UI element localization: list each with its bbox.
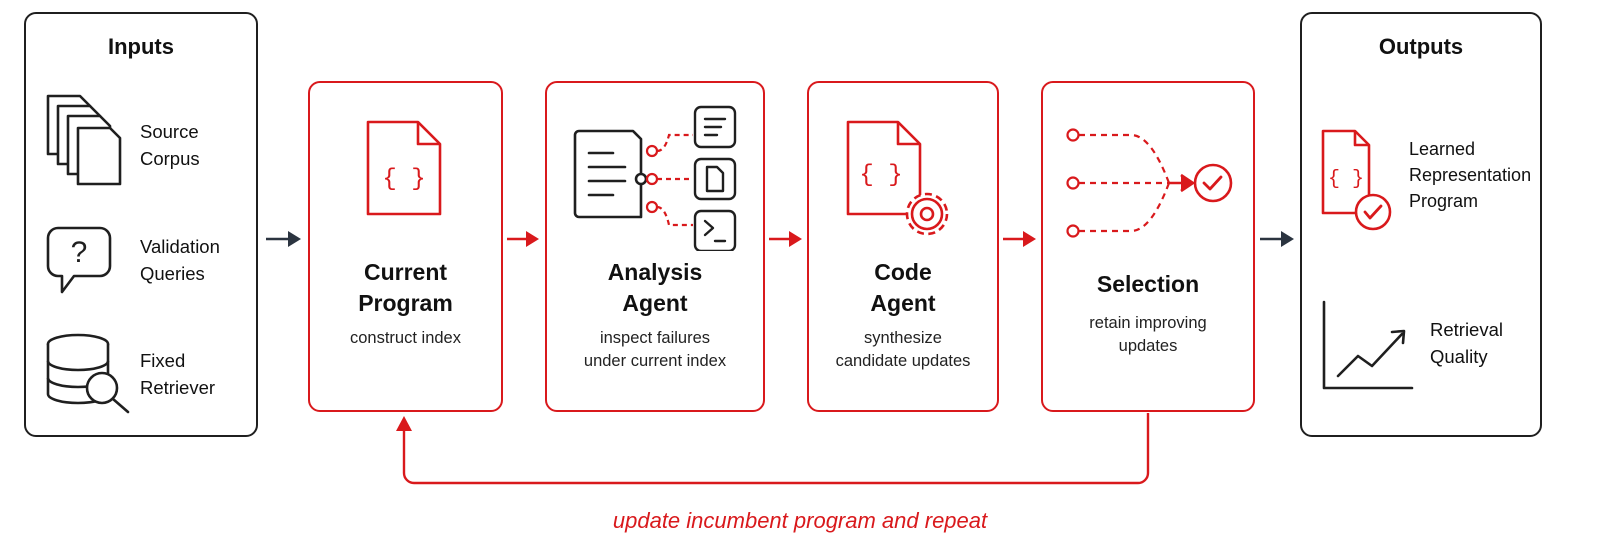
outputs-panel: Outputs { } Learned Representation Progr… xyxy=(1300,12,1542,437)
svg-text:{ }: { } xyxy=(382,166,425,193)
arrow-selection-to-outputs xyxy=(1260,231,1294,247)
selection-stage: Selection retain improving updates xyxy=(1041,81,1255,412)
code-file-check-icon: { } xyxy=(1321,129,1392,231)
svg-text:{ }: { } xyxy=(859,162,902,189)
code-agent-stage: { } Code Agent synthesize candidate upda… xyxy=(807,81,999,412)
code-agent-title: Code Agent xyxy=(870,259,936,316)
code-gear-icon: { } xyxy=(846,120,949,236)
selection-sub: retain improving updates xyxy=(1089,314,1207,355)
inputs-panel: Inputs Source Corpus ? Validation Querie… xyxy=(24,12,258,437)
retrieval-quality-label: Retrieval Quality xyxy=(1430,319,1503,367)
validation-queries-label: Validation Queries xyxy=(140,236,220,284)
arrow-current-to-analysis xyxy=(507,231,539,247)
analysis-agent-stage: Analysis Agent inspect failures under cu… xyxy=(545,81,765,412)
merge-check-icon xyxy=(1066,128,1233,238)
outputs-title: Outputs xyxy=(1378,34,1464,59)
source-corpus-label: Source Corpus xyxy=(140,121,200,169)
selection-title: Selection xyxy=(1096,271,1200,297)
code-file-icon: { } xyxy=(366,120,442,216)
learned-program-label: Learned Representation Program xyxy=(1409,139,1532,211)
current-program-sub: construct index xyxy=(350,329,461,347)
arrow-inputs-to-current xyxy=(266,231,301,247)
arrow-code-to-selection xyxy=(1003,231,1036,247)
documents-stack-icon xyxy=(46,94,122,186)
feedback-label: update incumbent program and repeat xyxy=(612,508,988,533)
database-search-icon xyxy=(46,333,130,414)
svg-text:?: ? xyxy=(71,236,88,269)
svg-text:{ }: { } xyxy=(1328,168,1364,191)
trend-up-icon xyxy=(1322,300,1414,390)
code-agent-sub: synthesize candidate updates xyxy=(835,329,971,370)
analysis-agent-title: Analysis Agent xyxy=(607,259,703,316)
question-bubble-icon: ? xyxy=(46,226,112,294)
current-program-stage: { } Current Program construct index xyxy=(308,81,503,412)
arrow-analysis-to-code xyxy=(769,231,802,247)
document-branch-icon xyxy=(573,105,737,251)
inputs-title: Inputs xyxy=(108,34,174,59)
feedback-loop-arrow xyxy=(396,413,1150,485)
fixed-retriever-label: Fixed Retriever xyxy=(140,350,216,398)
analysis-agent-sub: inspect failures under current index xyxy=(583,329,727,370)
current-program-title: Current Program xyxy=(358,259,453,316)
